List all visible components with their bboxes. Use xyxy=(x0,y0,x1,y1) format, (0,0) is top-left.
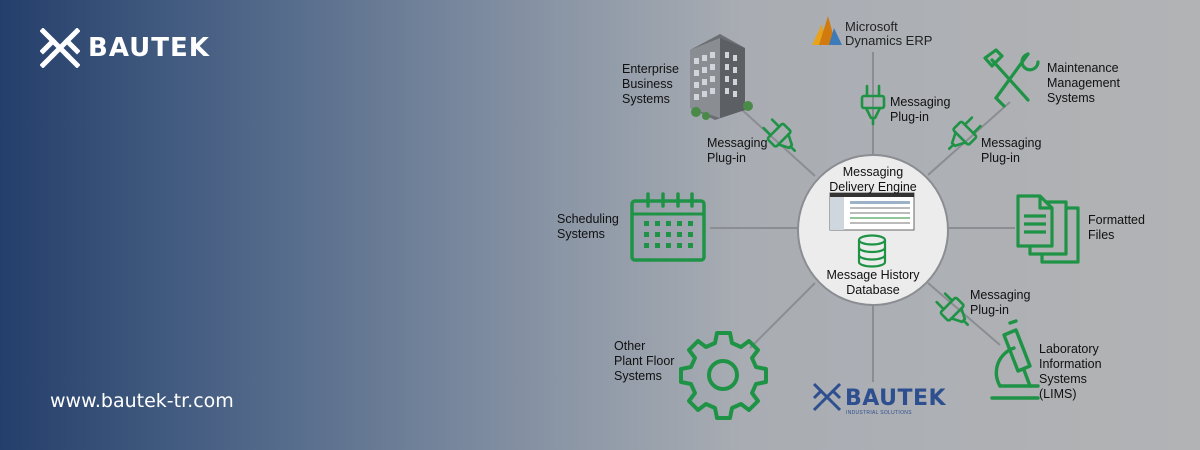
bautek-bottom-logo-name: BAUTEK xyxy=(845,386,947,411)
spoke-lines xyxy=(710,52,1015,382)
plug-icon xyxy=(860,84,886,126)
plug-icon xyxy=(947,116,982,151)
plugin-label-right: Messaging Plug-in xyxy=(981,136,1042,165)
scheduling-label: Scheduling Systems xyxy=(557,212,619,241)
microscope-icon xyxy=(990,319,1040,400)
wrench-hammer-icon xyxy=(983,48,1040,108)
plugin-label-top: Messaging Plug-in xyxy=(890,95,951,124)
brand-name: BAUTEK xyxy=(88,33,210,63)
database-label: Message History Database xyxy=(826,268,920,297)
calendar-icon xyxy=(630,192,706,262)
dynamics-erp-label: Dynamics ERP xyxy=(845,33,933,48)
other-systems-label: Other Plant Floor Systems xyxy=(614,339,675,383)
plug-icon xyxy=(935,292,970,327)
lims-label: Laboratory Information Systems (LIMS) xyxy=(1039,342,1102,401)
microsoft-dynamics-logo xyxy=(812,16,842,45)
gear-icon xyxy=(679,331,768,420)
enterprise-label: Enterprise Business Systems xyxy=(622,62,679,106)
plugin-label-bottom: Messaging Plug-in xyxy=(970,288,1031,317)
bautek-bottom-logo-mark xyxy=(812,382,842,412)
bautek-bottom-logo-tagline: INDUSTRIAL SOLUTIONS xyxy=(846,410,912,416)
documents-icon xyxy=(1016,194,1080,264)
formatted-files-label: Formatted Files xyxy=(1088,213,1145,242)
office-building-icon xyxy=(690,34,753,120)
brand-logo[interactable]: BAUTEK xyxy=(40,28,210,68)
plug-icon xyxy=(762,118,797,153)
database-icon xyxy=(857,234,887,268)
website-url[interactable]: www.bautek-tr.com xyxy=(50,390,234,412)
screenshot-thumbnail xyxy=(829,192,915,231)
plugin-label-left: Messaging Plug-in xyxy=(707,136,768,165)
microsoft-brand-label: Microsoft xyxy=(845,19,898,34)
maintenance-label: Maintenance Management Systems xyxy=(1047,61,1120,105)
bautek-x-logo-icon xyxy=(40,28,80,68)
engine-label: Messaging Delivery Engine xyxy=(829,165,917,194)
